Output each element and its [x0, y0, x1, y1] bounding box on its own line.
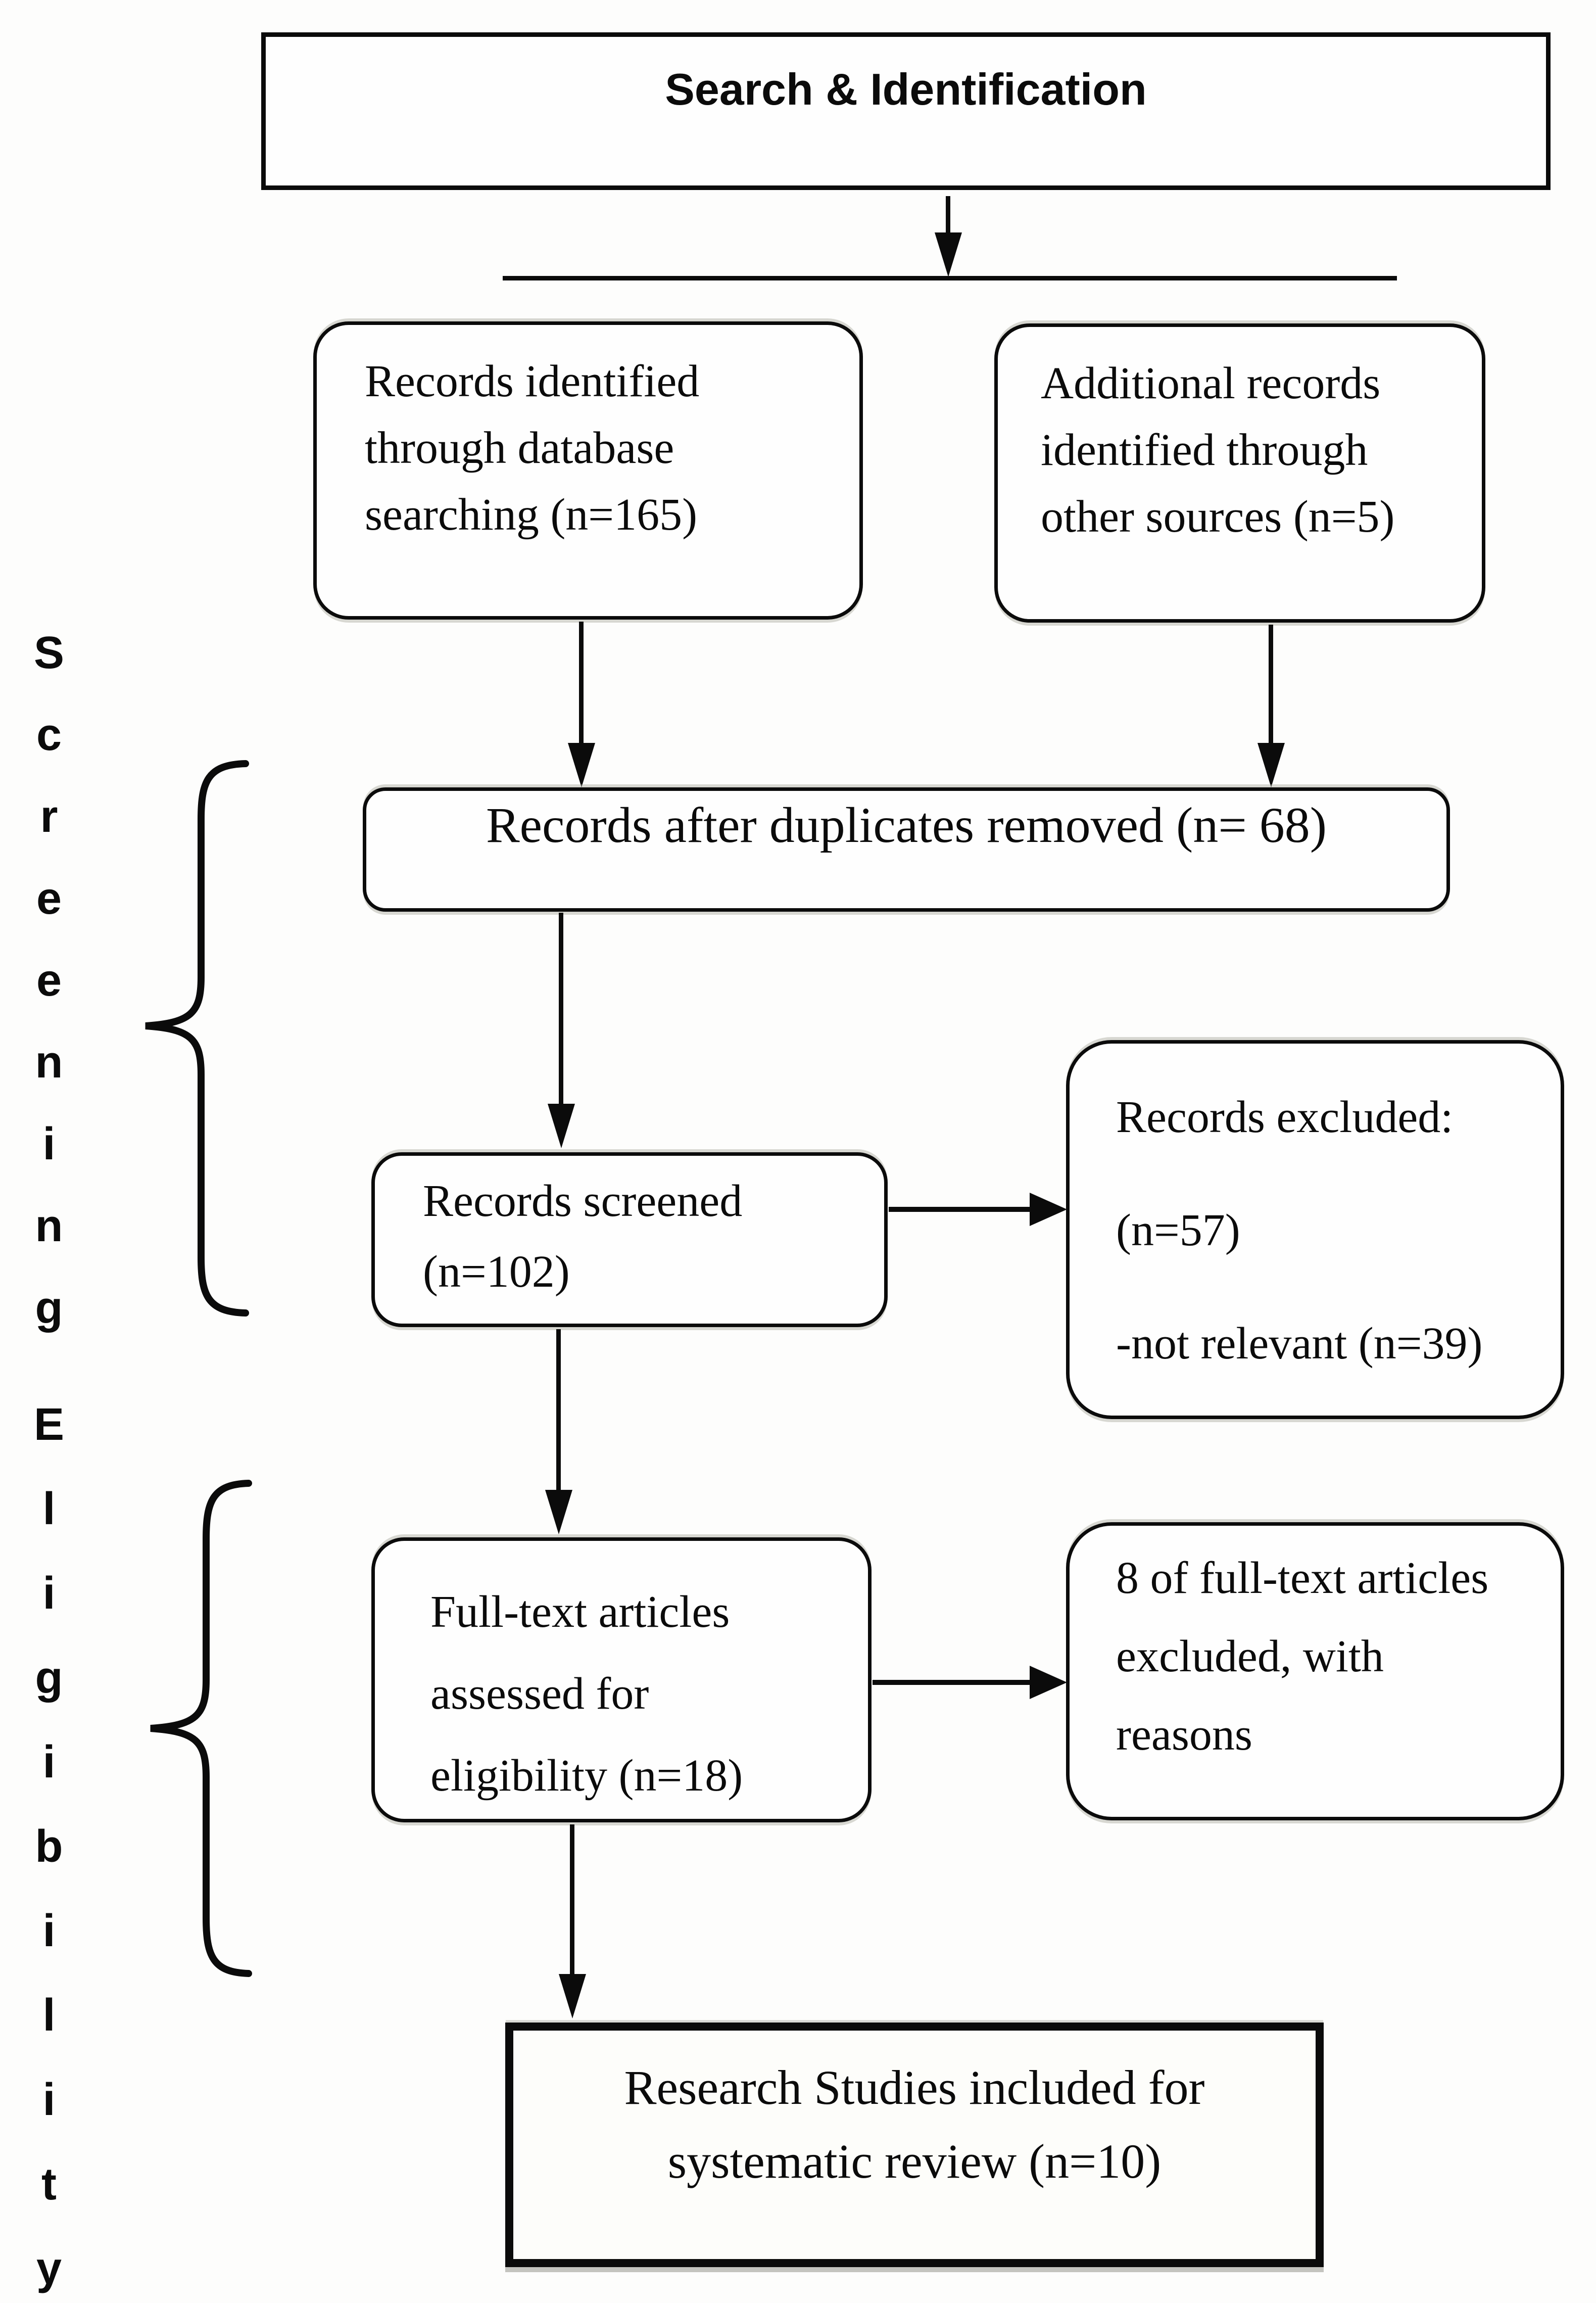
fulltext-excluded-box: 8 of full-text articles excluded, with r… [1066, 1522, 1564, 1820]
eligibility-letter: b [35, 1821, 63, 1872]
fulltext-excluded-line: reasons [1116, 1710, 1252, 1760]
records-screened-box: Records screened (n=102) [371, 1152, 888, 1327]
eligibility-letter: E [33, 1399, 65, 1450]
fulltext-assessed-line: eligibility (n=18) [430, 1751, 743, 1801]
records-screened-line: (n=102) [423, 1247, 570, 1297]
duplicates-removed-line: Records after duplicates removed (n= 68) [486, 797, 1327, 853]
divider-line [503, 276, 1397, 280]
fulltext-assessed-box: Full-text articles assessed for eligibil… [371, 1537, 872, 1822]
eligibility-letter: l [42, 1990, 56, 2041]
eligibility-letter: t [41, 2159, 57, 2210]
records-excluded-line: -not relevant (n=39) [1116, 1319, 1483, 1369]
records-excluded-line: (n=57) [1116, 1205, 1240, 1255]
screening-letter: c [36, 710, 62, 760]
additional-records-line: Additional records [1041, 358, 1381, 408]
eligibility-letter: y [36, 2243, 62, 2294]
eligibility-letter: i [42, 1906, 56, 1956]
screening-brace [145, 760, 249, 1317]
arrow-additional-to-dedup-head [1258, 743, 1285, 787]
fulltext-excluded-line: excluded, with [1116, 1631, 1384, 1681]
eligibility-letter: l [42, 1484, 56, 1534]
fulltext-excluded-line: 8 of full-text articles [1116, 1553, 1489, 1603]
arrow-additional-to-dedup-line [1269, 625, 1273, 746]
eligibility-letter: g [35, 1653, 63, 1703]
fulltext-assessed-line: assessed for [430, 1669, 649, 1719]
screening-letter: e [36, 873, 62, 924]
arrow-identified-to-dedup-line [579, 622, 584, 746]
screening-letter: n [35, 1037, 63, 1088]
arrow-screened-to-fulltext-line [556, 1329, 561, 1491]
screening-letter: S [33, 628, 65, 678]
arrow-fulltext-to-excluded-line [873, 1680, 1031, 1685]
records-screened-line: Records screened [423, 1176, 743, 1226]
screening-letter: r [40, 791, 58, 842]
arrow-identified-to-dedup-head [568, 743, 595, 787]
search-identification-box: Search & Identification [261, 32, 1551, 190]
eligibility-brace [150, 1480, 252, 1977]
records-identified-line: searching (n=165) [365, 490, 698, 540]
screening-letter: e [36, 955, 62, 1006]
arrow-dedup-to-screened-line [559, 913, 563, 1107]
screening-letter: g [35, 1283, 63, 1333]
screening-letter: i [42, 1119, 56, 1169]
arrow-screened-to-excluded-line [889, 1207, 1031, 1212]
studies-included-line: systematic review (n=10) [667, 2134, 1162, 2188]
fulltext-assessed-line: Full-text articles [430, 1587, 730, 1637]
arrow-screened-to-fulltext-head [545, 1490, 572, 1534]
additional-records-box: Additional records identified through ot… [994, 323, 1485, 623]
records-identified-line: through database [365, 423, 674, 473]
additional-records-line: other sources (n=5) [1041, 492, 1395, 542]
eligibility-letter: i [42, 1737, 56, 1788]
arrow-fulltext-to-excluded-head [1030, 1666, 1067, 1699]
studies-included-line: Research Studies included for [624, 2060, 1205, 2114]
records-excluded-line: Records excluded: [1116, 1092, 1454, 1142]
arrow-title-to-divider-head [935, 232, 962, 277]
records-identified-line: Records identified [365, 356, 700, 406]
diagram-title: Search & Identification [665, 64, 1147, 114]
arrow-title-to-divider-line [946, 196, 950, 237]
duplicates-removed-box: Records after duplicates removed (n= 68) [363, 787, 1450, 912]
eligibility-letter: i [42, 2075, 56, 2125]
eligibility-letter: i [42, 1568, 56, 1619]
records-excluded-box: Records excluded: (n=57) -not relevant (… [1066, 1040, 1564, 1419]
screening-letter: n [35, 1201, 63, 1251]
arrow-fulltext-to-included-head [559, 1974, 586, 2018]
records-identified-box: Records identified through database sear… [313, 321, 863, 620]
arrow-screened-to-excluded-head [1030, 1193, 1067, 1226]
additional-records-line: identified through [1041, 425, 1368, 475]
arrow-dedup-to-screened-head [548, 1104, 575, 1148]
arrow-fulltext-to-included-line [570, 1824, 574, 1976]
studies-included-box: Research Studies included for systematic… [505, 2023, 1324, 2267]
